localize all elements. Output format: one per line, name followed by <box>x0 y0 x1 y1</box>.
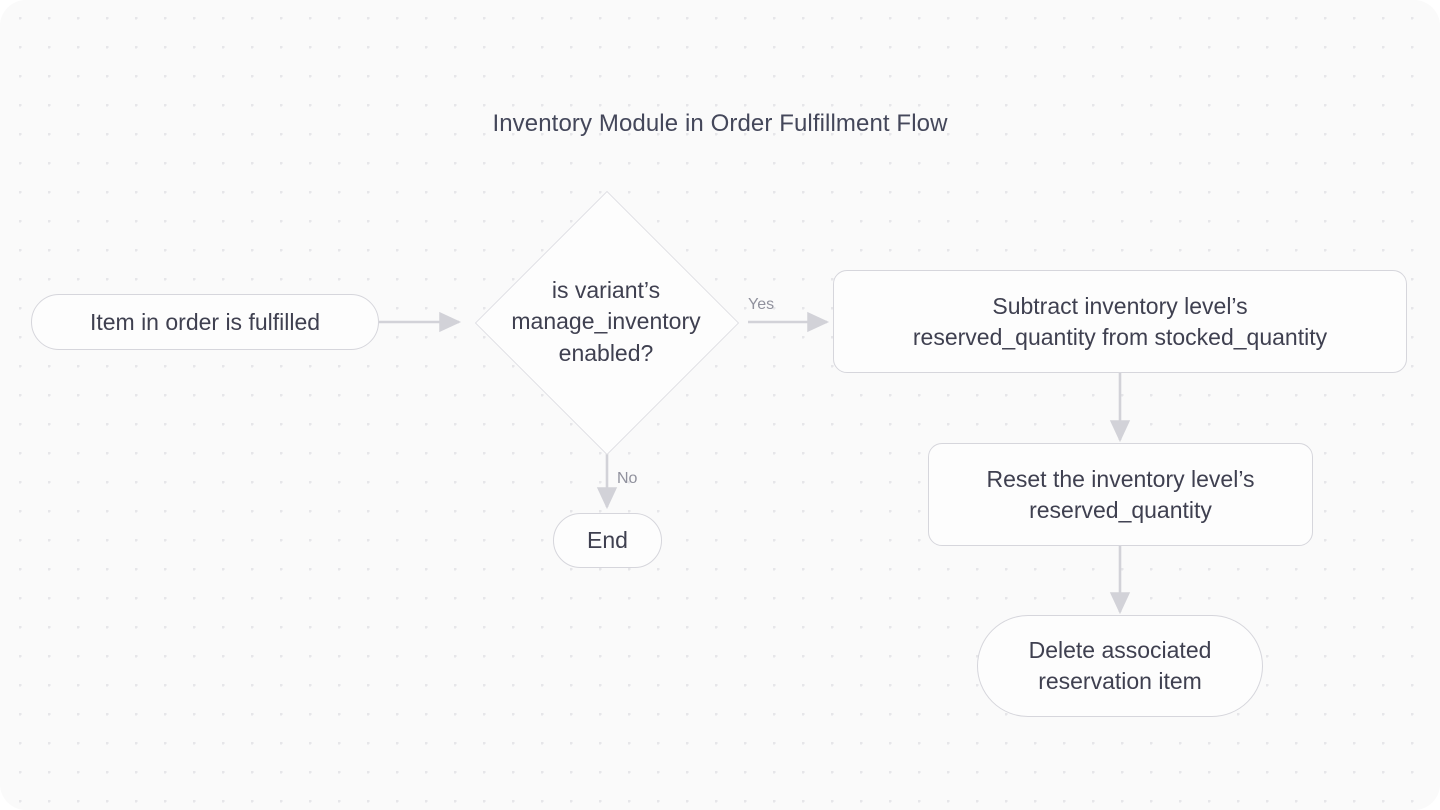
node-end[interactable]: End <box>553 513 662 568</box>
edge-label-yes: Yes <box>748 296 775 313</box>
node-end-label: End <box>587 527 628 554</box>
node-delete-reservation-item[interactable]: Delete associated reservation item <box>977 615 1263 717</box>
node-delete-reservation-item-label: Delete associated reservation item <box>1028 637 1212 694</box>
node-reset-reserved-quantity[interactable]: Reset the inventory level’s reserved_qua… <box>928 443 1313 546</box>
edge-label-no: No <box>617 470 638 487</box>
node-start-label: Item in order is fulfilled <box>89 308 321 335</box>
node-decision[interactable]: is variant’s manage_inventory enabled? <box>465 191 747 455</box>
node-subtract-inventory[interactable]: Subtract inventory level’s reserved_quan… <box>833 270 1407 373</box>
node-start[interactable]: Item in order is fulfilled <box>31 294 379 350</box>
node-decision-label: is variant’s manage_inventory enabled? <box>511 277 701 366</box>
node-subtract-inventory-label: Subtract inventory level’s reserved_quan… <box>912 292 1328 350</box>
page-title: Inventory Module in Order Fulfillment Fl… <box>492 110 948 137</box>
node-reset-reserved-quantity-label: Reset the inventory level’s reserved_qua… <box>986 465 1255 523</box>
